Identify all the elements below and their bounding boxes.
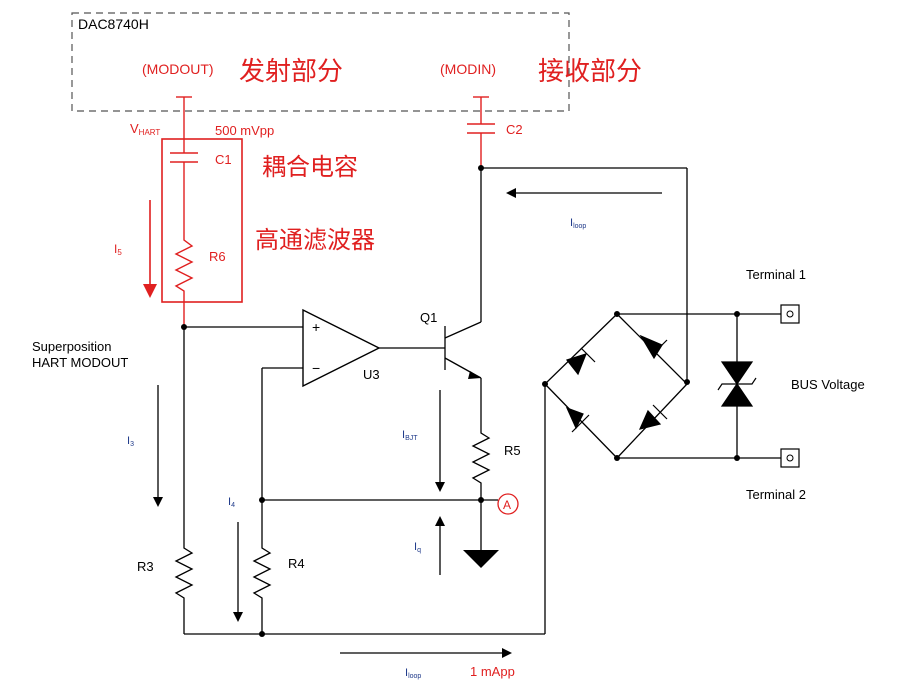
coupling-cap-label: 耦合电容	[262, 154, 358, 181]
terminal-1-connector	[780, 304, 800, 324]
iloop-top-label: Iloop	[570, 217, 586, 230]
r6-label: R6	[209, 249, 226, 264]
opamp-u3	[302, 308, 381, 388]
r4-label: R4	[288, 556, 305, 571]
i3-label: I3	[127, 435, 134, 448]
i4-label: I4	[228, 496, 235, 509]
highpass-filter-box	[161, 138, 243, 303]
terminal-1-label: Terminal 1	[746, 267, 806, 282]
c2-label: C2	[506, 122, 523, 137]
bridge-diodes	[565, 334, 668, 433]
node-a-marker	[497, 493, 519, 515]
modin-pin-label: (MODIN)	[440, 61, 496, 77]
q1-emitter-arrow	[468, 371, 481, 379]
amplitude-label: 500 mVpp	[215, 123, 274, 138]
receive-section-label: 接收部分	[538, 56, 642, 86]
q1-label: Q1	[420, 310, 437, 325]
bus-voltage-label: BUS Voltage	[791, 377, 865, 392]
ibjt-label: IBJT	[402, 429, 418, 442]
c1-label: C1	[215, 152, 232, 167]
opamp-minus-sign: −	[312, 360, 320, 376]
superposition-label-line2: HART MODOUT	[32, 355, 128, 370]
receive-branch	[467, 96, 495, 168]
iloop-bottom-label: Iloop	[405, 667, 421, 680]
bottom-amplitude-label: 1 mApp	[470, 664, 515, 679]
transmit-branch	[170, 97, 198, 327]
terminal-2-label: Terminal 2	[746, 487, 806, 502]
modout-pin-label: (MODOUT)	[142, 61, 214, 77]
vhart-label: VHART	[130, 121, 160, 137]
iq-label: Iq	[414, 541, 421, 554]
node-a-label: A	[503, 498, 511, 512]
dac8740h-box	[71, 12, 570, 112]
junction-dots	[181, 165, 740, 637]
highpass-filter-label: 高通滤波器	[255, 227, 375, 254]
u3-label: U3	[363, 367, 380, 382]
tvs-diode	[717, 361, 757, 407]
opamp-plus-sign: +	[312, 319, 320, 335]
transmit-section-label: 发射部分	[239, 56, 343, 86]
main-wiring	[174, 167, 781, 635]
chip-name: DAC8740H	[78, 16, 149, 32]
ground-symbol	[463, 550, 499, 568]
r5-label: R5	[504, 443, 521, 458]
r3-label: R3	[137, 559, 154, 574]
i5-label: I5	[114, 242, 122, 257]
superposition-label-line1: Superposition	[32, 339, 112, 354]
terminal-2-connector	[780, 448, 800, 468]
